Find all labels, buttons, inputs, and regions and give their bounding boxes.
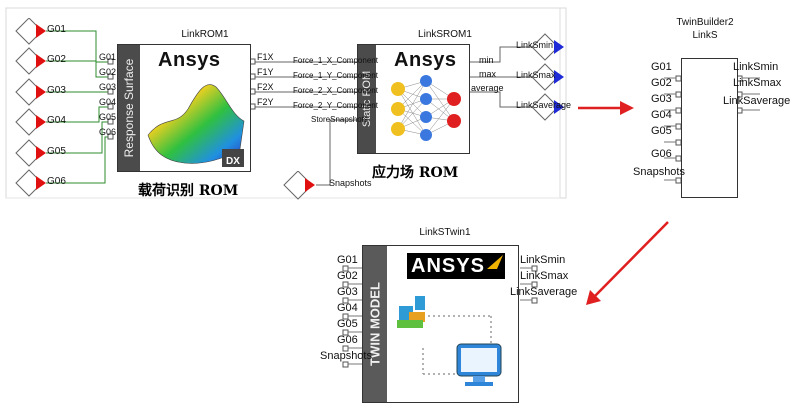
monitor-icon [456,343,502,386]
rom1-in-g02: G02 [99,67,117,77]
rom2-caption: 应力场 ROM [372,165,459,181]
source-g02 [15,47,46,75]
source-g06 [15,169,46,197]
rom2-logo: Ansys [394,49,457,71]
tb-title-2: LinkS [692,30,718,41]
twin-out-linksmax: LinkSmax [520,270,569,282]
rom1-side-label: Response Surface [122,58,136,158]
source-g01 [15,18,46,45]
rom2-in-f1y: Force_1_Y_Component [293,71,378,80]
rom1-side-band: Response Surface [118,45,140,171]
source-label-g04: G04 [47,115,66,126]
probe-column [531,33,564,121]
rom2-in-f2y: Force_2_Y_Component [293,101,378,110]
twin-out-linksaverage: LinkSaverage [510,286,578,298]
probe-linksmin [531,33,564,61]
snapshots-source [283,171,315,200]
twin-title: LinkSTwin1 [419,227,471,238]
probe-label-linksmax: LinkSmax [516,70,556,80]
twinbuilder-block[interactable] [681,58,738,198]
tb-in-g03: G03 [651,93,672,105]
rom1-in-g03: G03 [99,82,117,92]
source-label-g06: G06 [47,176,66,187]
twin-logo: ANSYS [411,255,485,277]
tb-out-linksmax: LinkSmax [733,77,782,89]
rom1-in-g01: G01 [99,52,117,62]
rom2-title: LinkSROM1 [418,29,472,40]
tb-in-g01: G01 [651,61,672,73]
rom1-title: LinkROM1 [181,29,229,40]
snapshots-wire [316,119,372,186]
rom1-out-f2x: F2X [257,82,274,92]
source-g04 [15,108,46,136]
rom2-side-band: Static ROM [358,45,376,153]
probe-linksmax [531,63,564,91]
rom2-in-storesnapshots: StoreSnapshots [311,115,368,124]
snapshots-label: Snapshots [329,178,372,188]
twin-block[interactable]: TWIN MODEL ANSYS [362,245,519,403]
rom1-out-f1y: F1Y [257,67,274,77]
tb-in-g02: G02 [651,77,672,89]
rom1-in-g05: G05 [99,112,117,122]
neural-network-icon [391,75,461,141]
twin-in-g06: G06 [337,334,358,346]
twin-logo-bar: ANSYS [407,253,505,279]
probe-label-linksmin: LinkSmin [516,40,554,50]
probe-wires [470,46,535,108]
rom1-dx-badge: DX [226,156,240,167]
tb-in-g06: G06 [651,148,672,160]
source-label-g05: G05 [47,146,66,157]
rom2-out-max: max [479,69,497,79]
source-g03 [15,78,46,106]
flow-arrows [578,101,669,305]
rom1-logo: Ansys [158,49,221,71]
tb-out-linksmin: LinkSmin [733,61,779,73]
twin-out-linksmin: LinkSmin [520,254,566,266]
rom1-out-f2y: F2Y [257,97,274,107]
ansys-wing-icon [487,255,503,269]
twin-in-g01: G01 [337,254,358,266]
rom1-in-g04: G04 [99,97,117,107]
tb-in-g05: G05 [651,125,672,137]
rom2-in-f1x: Force_1_X_Component [293,56,378,65]
source-column [15,18,46,197]
force-wires [253,61,372,108]
twin-in-snapshots: Snapshots [320,350,372,362]
twin-in-g04: G04 [337,302,358,314]
twin-in-g03: G03 [337,286,358,298]
rom2-block[interactable]: Static ROM Ansys [357,44,470,154]
source-g05 [15,139,46,167]
rom1-out-f1x: F1X [257,52,274,62]
probe-label-linksaverage: LinkSaverage [516,100,572,110]
response-surface-icon [147,84,245,167]
source-label-g02: G02 [47,54,66,65]
tb-in-snapshots: Snapshots [633,166,685,178]
tb-in-g04: G04 [651,109,672,121]
tb-out-linksaverage: LinkSaverage [723,95,791,107]
rom1-block[interactable]: Response Surface Ansys DX [117,44,251,172]
probe-linksaverage [531,93,564,121]
twin-in-g02: G02 [337,270,358,282]
tb-title-1: TwinBuilder2 [676,17,734,28]
twin-pins [342,265,538,368]
rom1-pins [107,58,256,140]
rom2-out-min: min [479,55,494,65]
twin-illustration [397,296,502,386]
tb-pin-stubs [664,77,760,181]
rom1-caption: 载荷识别 ROM [138,183,239,199]
twin-side-band: TWIN MODEL [363,246,387,402]
rom2-out-average: average [471,83,504,93]
robot-arm-icon [397,296,425,328]
source-label-g01: G01 [47,24,66,35]
twin-in-g05: G05 [337,318,358,330]
source-label-g03: G03 [47,85,66,96]
rom2-in-f2x: Force_2_X_Component [293,86,378,95]
rom1-in-g06: G06 [99,127,117,137]
twin-pin-stubs [348,267,532,365]
